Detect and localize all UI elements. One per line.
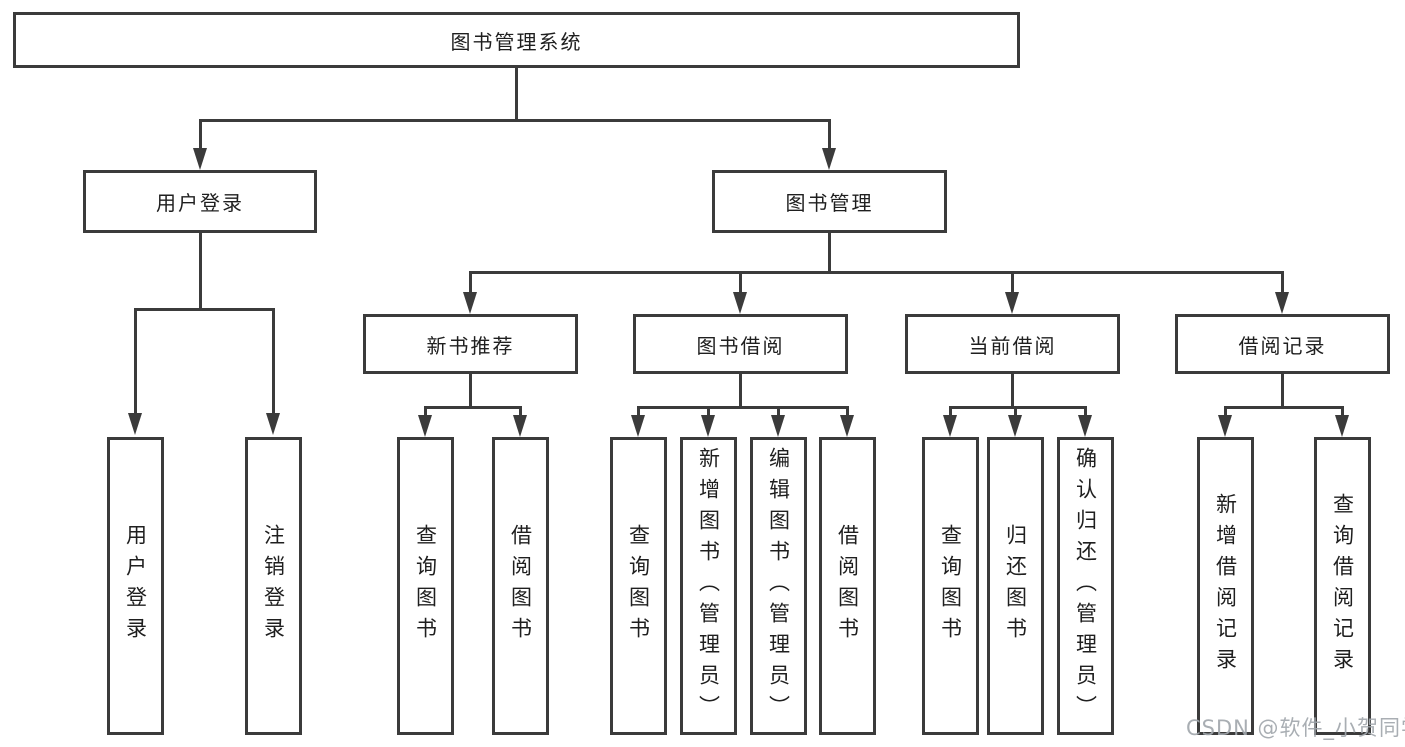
- leaf-add-books-admin: 新增图书（管理员）: [680, 437, 737, 735]
- node-user-login-label: 用户登录: [156, 191, 244, 215]
- leaf-recommend-borrow-books-label: 借阅图书: [508, 524, 533, 648]
- connector-leaf-drop: [846, 406, 849, 417]
- leaf-edit-books-admin-label: 编辑图书（管理员）: [766, 446, 791, 726]
- arrow-down-icon: [128, 413, 142, 435]
- leaf-user-login: 用户登录: [107, 437, 164, 735]
- leaf-search-borrow-record-label: 查询借阅记录: [1330, 493, 1355, 679]
- arrow-down-icon: [463, 292, 477, 314]
- arrow-down-icon: [733, 292, 747, 314]
- connector-leaf-drop: [1224, 406, 1227, 417]
- leaf-logout: 注销登录: [245, 437, 302, 735]
- leaf-user-login-label: 用户登录: [123, 524, 148, 648]
- connector-borrowing-records-stem: [1281, 374, 1284, 408]
- arrow-down-icon: [1218, 415, 1232, 437]
- leaf-current-search-books-label: 查询图书: [938, 524, 963, 648]
- node-current-borrowing-label: 当前借阅: [968, 333, 1057, 358]
- node-new-book-recommend: 新书推荐: [363, 314, 578, 374]
- connector-leaf-drop: [1341, 406, 1344, 417]
- connector-to-leaf-logout: [272, 308, 275, 415]
- node-current-borrowing: 当前借阅: [905, 314, 1120, 374]
- connector-current-borrowing-rail: [949, 406, 1086, 409]
- leaf-add-borrow-record: 新增借阅记录: [1197, 437, 1254, 735]
- arrow-down-icon: [701, 415, 715, 437]
- connector-to-new-book-recommend: [469, 271, 472, 293]
- node-book-management-label: 图书管理: [785, 191, 874, 215]
- connector-to-user-login: [199, 119, 202, 150]
- arrow-down-icon: [631, 415, 645, 437]
- leaf-add-borrow-record-label: 新增借阅记录: [1213, 493, 1238, 679]
- node-library-management-system: 图书管理系统: [13, 12, 1020, 68]
- arrow-down-icon: [1008, 415, 1022, 437]
- connector-user-login-rail: [134, 308, 275, 311]
- leaf-confirm-return-admin: 确认归还（管理员）: [1057, 437, 1114, 735]
- arrow-down-icon: [513, 415, 527, 437]
- connector-leaf-drop: [424, 406, 427, 417]
- connector-user-login-stem: [199, 233, 202, 310]
- leaf-borrowing-borrow-books-label: 借阅图书: [835, 524, 860, 648]
- connector-new-book-recommend-stem: [469, 374, 472, 408]
- leaf-confirm-return-admin-label: 确认归还（管理员）: [1073, 446, 1098, 726]
- leaf-borrowing-search-books: 查询图书: [610, 437, 667, 735]
- connector-leaf-drop: [707, 406, 710, 417]
- arrow-down-icon: [1005, 292, 1019, 314]
- arrow-down-icon: [822, 148, 836, 170]
- leaf-recommend-search-books: 查询图书: [397, 437, 454, 735]
- arrow-down-icon: [943, 415, 957, 437]
- connector-leaf-drop: [1084, 406, 1087, 417]
- connector-book-management-rail: [469, 271, 1283, 274]
- connector-leaf-drop: [1014, 406, 1017, 417]
- leaf-return-books-label: 归还图书: [1003, 524, 1028, 648]
- node-borrowing-records: 借阅记录: [1175, 314, 1390, 374]
- leaf-return-books: 归还图书: [987, 437, 1044, 735]
- node-new-book-recommend-label: 新书推荐: [426, 333, 515, 358]
- arrow-down-icon: [840, 415, 854, 437]
- leaf-borrowing-search-books-label: 查询图书: [626, 524, 651, 648]
- connector-root-stem: [515, 68, 518, 121]
- connector-to-current-borrowing: [1011, 271, 1014, 293]
- csdn-watermark: CSDN @软件_小贺同学: [1186, 716, 1405, 740]
- node-book-borrowing: 图书借阅: [633, 314, 848, 374]
- node-user-login: 用户登录: [83, 170, 317, 233]
- connector-borrowing-records-rail: [1224, 406, 1344, 409]
- connector-to-book-management: [828, 119, 831, 150]
- connector-book-borrowing-stem: [739, 374, 742, 408]
- node-borrowing-records-label: 借阅记录: [1238, 333, 1327, 358]
- arrow-down-icon: [771, 415, 785, 437]
- leaf-recommend-borrow-books: 借阅图书: [492, 437, 549, 735]
- connector-book-borrowing-rail: [637, 406, 849, 409]
- connector-book-management-stem: [828, 233, 831, 273]
- leaf-current-search-books: 查询图书: [922, 437, 979, 735]
- connector-leaf-drop: [949, 406, 952, 417]
- leaf-logout-label: 注销登录: [261, 524, 286, 648]
- connector-leaf-drop: [777, 406, 780, 417]
- arrow-down-icon: [1078, 415, 1092, 437]
- arrow-down-icon: [266, 413, 280, 435]
- node-library-management-system-label: 图书管理系统: [450, 29, 583, 54]
- leaf-edit-books-admin: 编辑图书（管理员）: [750, 437, 807, 735]
- node-book-management: 图书管理: [712, 170, 947, 233]
- leaf-borrowing-borrow-books: 借阅图书: [819, 437, 876, 735]
- leaf-recommend-search-books-label: 查询图书: [413, 524, 438, 648]
- connector-to-borrowing-records: [1281, 271, 1284, 293]
- arrow-down-icon: [193, 148, 207, 170]
- connector-current-borrowing-stem: [1011, 374, 1014, 408]
- node-book-borrowing-label: 图书借阅: [696, 333, 785, 358]
- connector-root-rail: [200, 119, 831, 122]
- connector-to-book-borrowing: [739, 271, 742, 293]
- connector-new-book-recommend-rail: [424, 406, 522, 409]
- connector-leaf-drop: [519, 406, 522, 417]
- leaf-search-borrow-record: 查询借阅记录: [1314, 437, 1371, 735]
- leaf-add-books-admin-label: 新增图书（管理员）: [696, 446, 721, 726]
- arrow-down-icon: [1275, 292, 1289, 314]
- connector-to-leaf-user-login: [134, 308, 137, 415]
- connector-leaf-drop: [637, 406, 640, 417]
- arrow-down-icon: [418, 415, 432, 437]
- arrow-down-icon: [1335, 415, 1349, 437]
